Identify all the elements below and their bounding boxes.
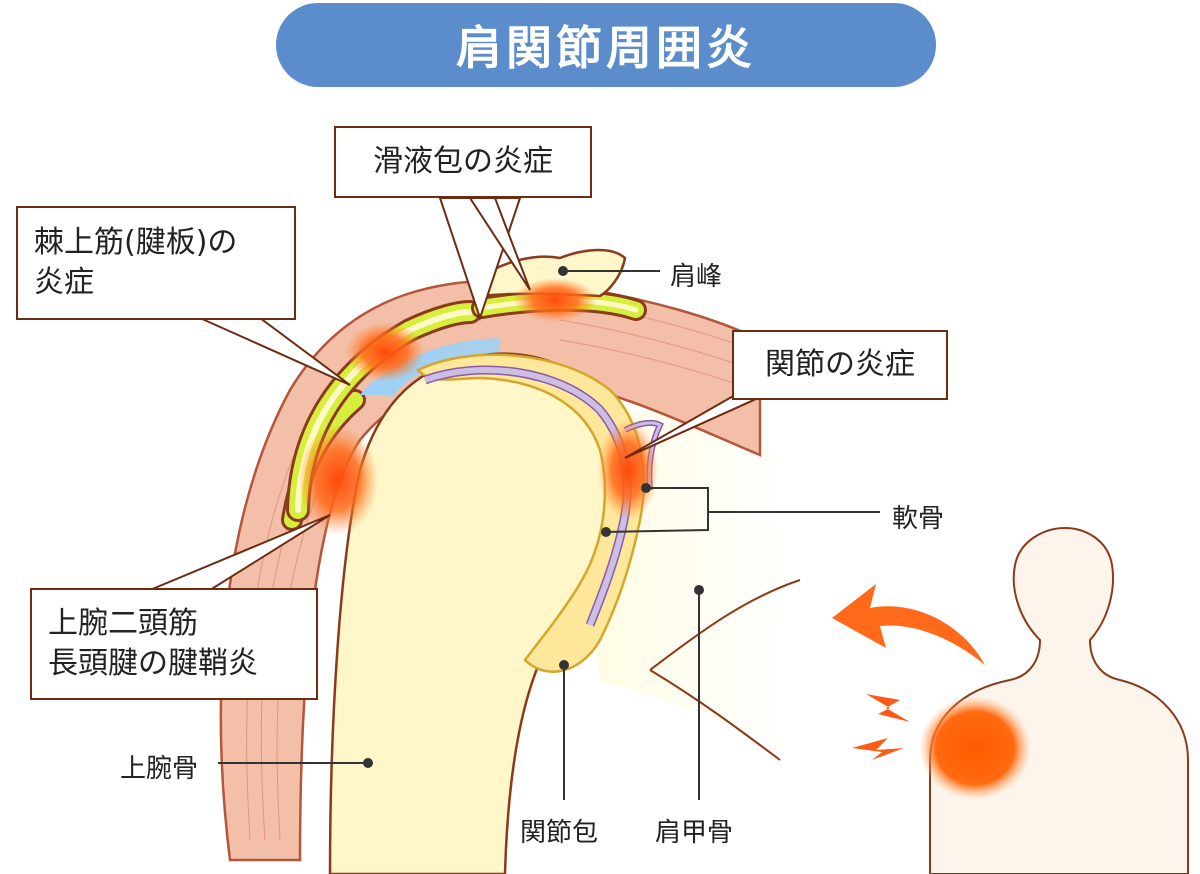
bursa-callout-text: 滑液包の炎症: [373, 144, 553, 179]
page-title: 肩関節周囲炎: [276, 3, 936, 87]
inflammation-biceps: [298, 425, 378, 535]
lightning-icon: [866, 694, 910, 722]
biceps-callout-line1: 上腕二頭筋: [48, 606, 198, 641]
supraspinatus-callout-line1: 棘上筋(腱板)の: [34, 225, 238, 260]
supraspinatus-callout-line2: 炎症: [34, 265, 94, 300]
joint-capsule-label: 関節包: [520, 818, 599, 848]
arrow-icon: [832, 584, 985, 665]
joint-callout: 関節の炎症: [732, 330, 948, 400]
bursa-callout: 滑液包の炎症: [334, 126, 592, 198]
biceps-callout-line2: 長頭腱の腱鞘炎: [48, 646, 258, 681]
acromion-label: 肩峰: [670, 262, 723, 292]
cartilage-label: 軟骨: [892, 504, 945, 534]
biceps-callout: 上腕二頭筋 長頭腱の腱鞘炎: [30, 588, 318, 700]
joint-capsule: [415, 353, 645, 673]
shoulder-pain-spot: [919, 696, 1031, 800]
inflammation-joint: [598, 420, 658, 520]
cartilage-leader: [605, 487, 880, 533]
lightning-icon-2: [852, 738, 904, 760]
scapula-label: 肩甲骨: [655, 818, 734, 848]
inflammation-supraspinatus: [345, 322, 425, 382]
humerus-label: 上腕骨: [120, 754, 199, 784]
inflammation-bursa: [513, 278, 597, 322]
joint-callout-text: 関節の炎症: [765, 347, 915, 382]
supraspinatus-callout: 棘上筋(腱板)の 炎症: [16, 206, 296, 320]
scapula-edge-line: [649, 579, 801, 671]
